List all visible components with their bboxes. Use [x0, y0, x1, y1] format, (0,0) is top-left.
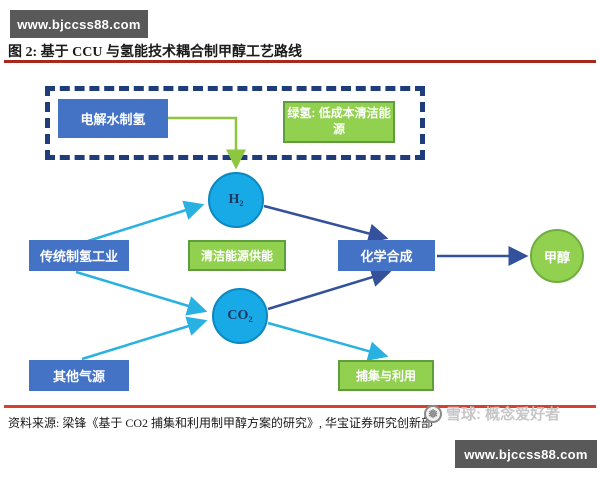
watermark-top-badge: www.bjccss88.com — [10, 10, 148, 38]
node-co2: CO₂ — [212, 288, 268, 344]
xueqiu-logo-icon: ❅ — [424, 404, 442, 423]
node-other-gas-sources: 其他气源 — [29, 360, 129, 391]
arrow-traditional-to-h2 — [87, 200, 205, 243]
node-capture-utilization: 捕集与利用 — [338, 360, 434, 391]
footer-rule — [4, 405, 596, 408]
node-clean-energy-label: 清洁能源供能 — [200, 249, 273, 263]
node-co2-label: CO₂ — [227, 308, 253, 323]
arrow-co2-to-synthesis — [267, 267, 392, 311]
xueqiu-watermark: ❅ 雪球: 概念爱好者 — [424, 403, 560, 424]
watermark-top-badge-label: www.bjccss88.com — [17, 16, 141, 32]
source-attribution: 资料来源: 梁锋《基于 CO2 捕集和利用制甲醇方案的研究》, 华宝证券研究创新… — [8, 416, 434, 430]
xueqiu-watermark-label: 雪球: 概念爱好者 — [446, 406, 561, 423]
node-other-gas-label: 其他气源 — [52, 369, 105, 384]
node-chemical-synthesis: 化学合成 — [338, 240, 435, 271]
title-underline — [4, 60, 596, 63]
node-electrolysis-label: 电解水制氢 — [80, 112, 146, 127]
node-clean-energy-supply: 清洁能源供能 — [188, 240, 286, 271]
arrow-co2-to-capture — [267, 321, 389, 361]
node-green-hydrogen-note-label: 绿氢: 低成本清洁能源 — [287, 106, 391, 136]
arrow-h2-to-synthesis — [263, 204, 389, 244]
watermark-bottom-badge-label: www.bjccss88.com — [464, 446, 588, 462]
node-traditional-hydrogen-industry: 传统制氢工业 — [29, 240, 129, 271]
node-traditional-label: 传统制氢工业 — [39, 249, 118, 264]
arrow-traditional-to-co2 — [75, 270, 208, 316]
node-capture-label: 捕集与利用 — [355, 369, 416, 383]
node-green-hydrogen-note: 绿氢: 低成本清洁能源 — [283, 101, 395, 143]
node-synthesis-label: 化学合成 — [360, 249, 413, 264]
node-h2-label: H₂ — [228, 192, 244, 207]
arrow-electrolysis-to-h2 — [168, 116, 246, 170]
node-methanol-label: 甲醇 — [543, 249, 570, 265]
figure-title: 图 2: 基于 CCU 与氢能技术耦合制甲醇工艺路线 — [8, 45, 302, 60]
watermark-bottom-badge: www.bjccss88.com — [455, 440, 597, 468]
node-h2: H₂ — [208, 172, 264, 228]
node-electrolysis: 电解水制氢 — [58, 99, 168, 138]
arrow-othergas-to-co2 — [81, 316, 208, 361]
node-methanol: 甲醇 — [530, 229, 584, 283]
